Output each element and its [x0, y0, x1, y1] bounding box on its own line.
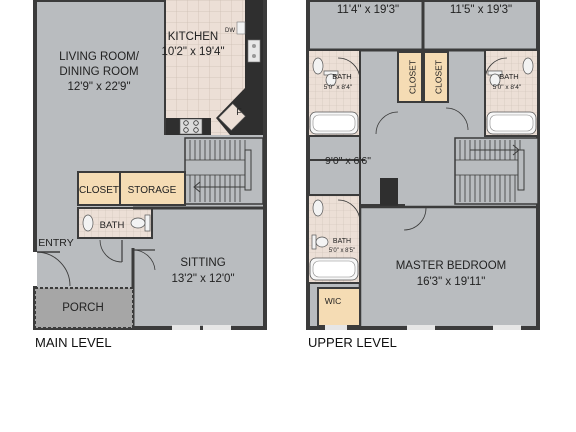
- sitting-dims: 13'2" x 12'0": [171, 273, 234, 285]
- sitting-name: SITTING: [180, 257, 225, 269]
- stair-arrow-icon: [193, 181, 245, 193]
- master-name: MASTER BEDROOM: [396, 260, 507, 272]
- range-icon: [179, 118, 203, 135]
- sink-icon: [522, 57, 534, 75]
- fridge-label: F: [236, 107, 242, 117]
- fridge-icon: [218, 103, 246, 131]
- door-swing-icon: [445, 107, 469, 131]
- door-swing-icon: [99, 239, 123, 263]
- toilet-tank-icon: [311, 234, 317, 250]
- stair-arrow-icon: [470, 144, 520, 156]
- closet-right-room: [423, 51, 449, 103]
- storage-label: STORAGE: [128, 185, 177, 196]
- entry-label: ENTRY: [38, 237, 73, 249]
- bedroom-right-dims: 11'5" x 19'3": [450, 4, 512, 16]
- main-level-caption: MAIN LEVEL: [35, 335, 112, 350]
- porch-label: PORCH: [62, 302, 104, 314]
- porch-area: [34, 287, 134, 329]
- wic-label: WIC: [325, 296, 342, 306]
- closet-label: CLOSET: [79, 185, 119, 196]
- window-icon: [407, 325, 435, 330]
- window-icon: [325, 325, 347, 330]
- door-swing-icon: [375, 111, 399, 135]
- bath-left-dims: 5'0" x 8'4": [324, 84, 353, 91]
- burner-icon: [193, 127, 199, 133]
- living-room-name-1: LIVING ROOM/: [59, 51, 140, 63]
- window-icon: [203, 325, 231, 330]
- bath-left-name: BATH: [332, 72, 351, 81]
- closet-right-label: CLOSET: [433, 60, 443, 94]
- kitchen-name: KITCHEN: [168, 31, 218, 43]
- toilet-icon: [489, 73, 501, 87]
- bedroom-left-dims: 11'4" x 19'3": [337, 4, 399, 16]
- bath-bottom-name: BATH: [333, 238, 351, 245]
- closet-left-room: [397, 51, 423, 103]
- toilet-icon: [325, 73, 337, 87]
- door-swing-icon: [484, 57, 508, 81]
- toilet-icon: [315, 236, 329, 248]
- entry-door-gap: [33, 252, 37, 286]
- burner-icon: [183, 127, 189, 133]
- dishwasher-icon: [236, 21, 246, 35]
- main-level: LIVING ROOM/ DINING ROOM 12'9" x 22'9" K…: [33, 0, 267, 330]
- window-icon: [172, 325, 200, 330]
- toilet-icon: [130, 217, 146, 229]
- master-dims: 16'3" x 19'11": [417, 276, 486, 288]
- toilet-tank-icon: [144, 214, 151, 232]
- sink-icon: [247, 39, 261, 63]
- bath-bottom-dims: 5'0" x 8'5": [329, 248, 355, 254]
- door-swing-icon: [403, 207, 427, 231]
- burner-icon: [183, 120, 189, 126]
- kitchen-dims: 10'2" x 19'4": [161, 46, 224, 58]
- sink-icon: [312, 199, 324, 217]
- bath-right-dims: 5'0" x 8'4": [493, 84, 522, 91]
- main-stairs: [184, 137, 264, 205]
- bathtub-basin-icon: [489, 114, 534, 132]
- door-swing-icon: [337, 57, 361, 81]
- bath-label: BATH: [100, 220, 125, 231]
- living-room-name-2: DINING ROOM: [59, 66, 138, 78]
- bathtub-basin-icon: [312, 114, 356, 132]
- upper-level-caption: UPPER LEVEL: [308, 335, 397, 350]
- wall-post: [380, 178, 398, 206]
- dishwasher-label: DW: [225, 28, 235, 34]
- upper-level: 11'4" x 19'3" 11'5" x 19'3" BATH 5'0" x …: [306, 0, 540, 330]
- sink-icon: [82, 214, 94, 232]
- hall-dims: 9'0" x 6'6": [325, 155, 371, 167]
- upper-stairs: [454, 137, 539, 205]
- burner-icon: [193, 120, 199, 126]
- bath-right-name: BATH: [499, 72, 518, 81]
- living-room-dims: 12'9" x 22'9": [67, 81, 130, 93]
- sink-drain-top: [252, 44, 256, 48]
- wic-room: [317, 287, 361, 327]
- storage-room: [119, 171, 186, 206]
- sink-icon: [312, 57, 324, 75]
- bathtub-basin-icon: [312, 260, 356, 278]
- door-swing-icon: [337, 199, 361, 223]
- sink-drain-bottom: [252, 54, 256, 58]
- window-icon: [493, 325, 521, 330]
- closet-left-label: CLOSET: [407, 60, 417, 94]
